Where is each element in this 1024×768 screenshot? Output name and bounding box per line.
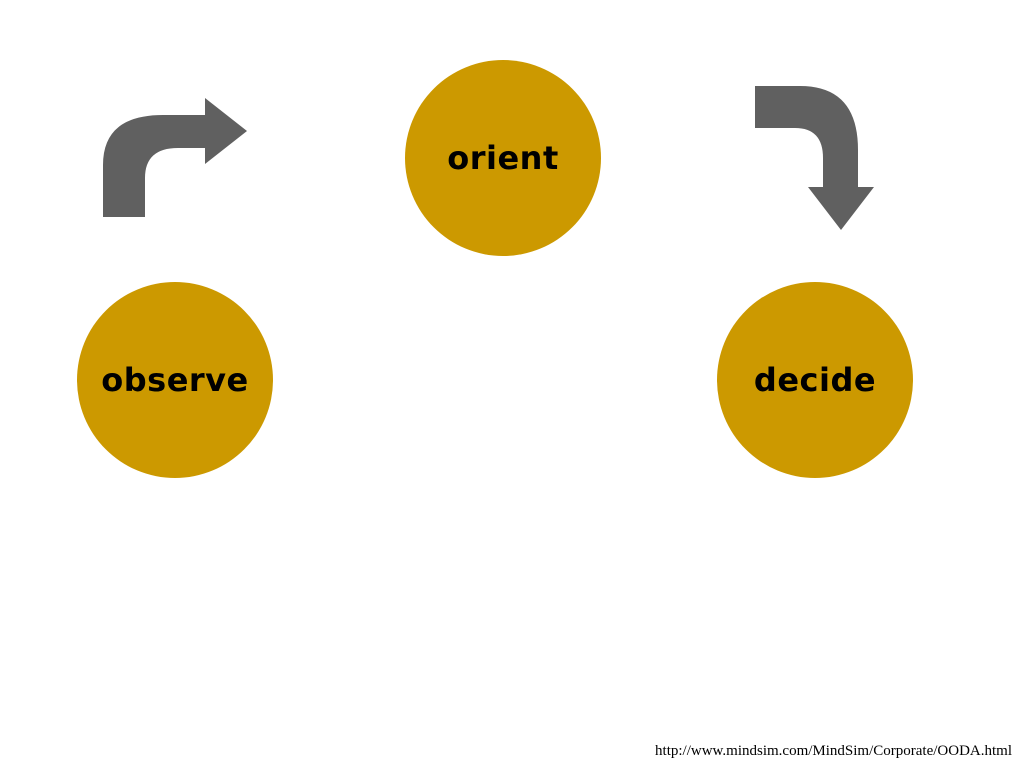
arrow-orient-to-decide	[755, 86, 874, 230]
node-label-orient: orient	[447, 139, 559, 177]
node-label-decide: decide	[753, 361, 877, 399]
source-url: http://www.mindsim.com/MindSim/Corporate…	[655, 743, 1012, 759]
node-decide: decide	[717, 282, 913, 478]
node-observe: observe	[77, 282, 273, 478]
node-orient: orient	[405, 60, 601, 256]
node-label-observe: observe	[101, 361, 249, 399]
arrow-observe-to-orient	[103, 98, 247, 217]
